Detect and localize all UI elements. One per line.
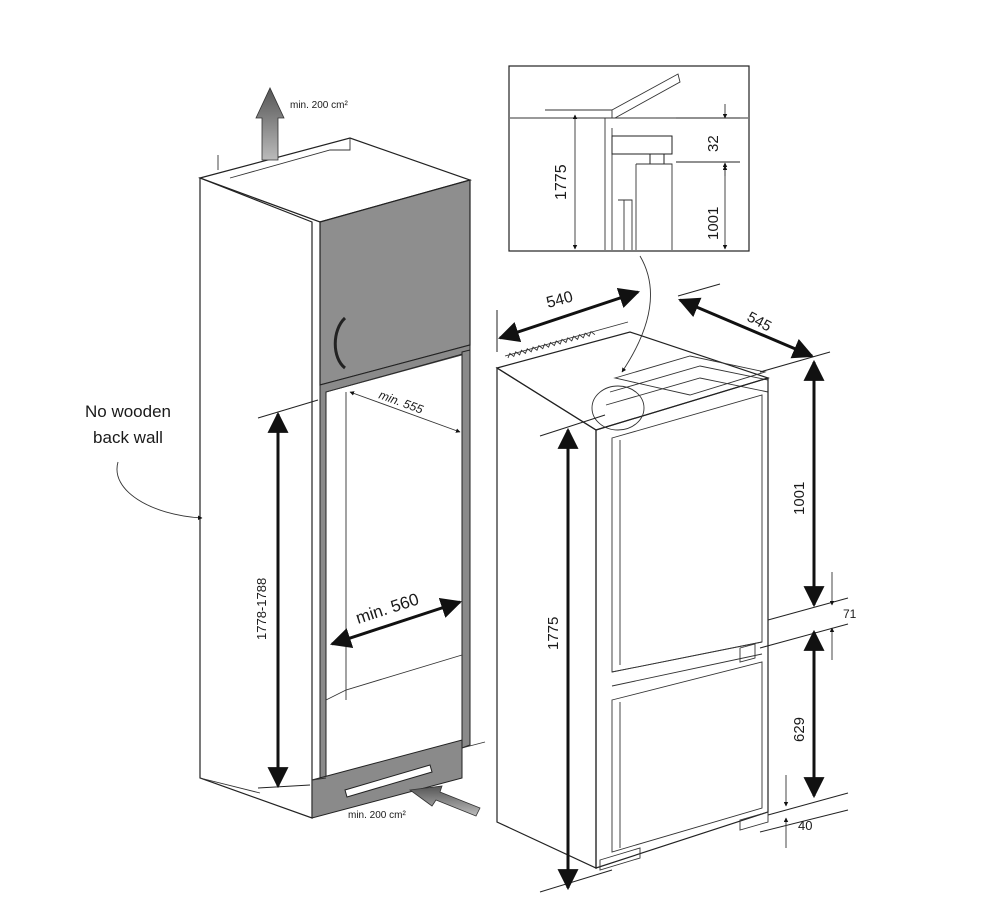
cabinet-door-handle bbox=[333, 316, 347, 370]
cabinet-drawing: min. 200 cm² min. 200 cm² No wooden back… bbox=[85, 87, 486, 821]
inset-pointer-arrow bbox=[621, 255, 651, 373]
appliance-front bbox=[595, 377, 769, 869]
back-wall-pointer-arrow bbox=[116, 461, 203, 521]
detail-inset: 1775 32 1001 bbox=[508, 65, 750, 373]
bottom-gap-label: 40 bbox=[798, 818, 812, 833]
middle-gap-label: 71 bbox=[843, 607, 857, 621]
niche-frame-right bbox=[461, 349, 471, 749]
niche-width-label: min. 560 bbox=[353, 590, 421, 628]
depth-dim bbox=[678, 297, 814, 359]
width-dim bbox=[498, 288, 640, 342]
appliance-drawing: 540 545 1775 1001 71 629 40 bbox=[495, 283, 857, 893]
niche-frame-left bbox=[319, 344, 471, 781]
inset-gap-label: 32 bbox=[705, 135, 722, 152]
cabinet-side-panel bbox=[199, 177, 313, 819]
top-vent-arrow-icon bbox=[255, 87, 285, 161]
magnify-circle bbox=[591, 385, 645, 431]
no-wooden-line2: back wall bbox=[93, 428, 163, 447]
inset-height-label: 1775 bbox=[553, 164, 570, 200]
width-label: 540 bbox=[545, 289, 575, 312]
niche-height-label: 1778-1788 bbox=[254, 578, 269, 640]
niche-depth-dim bbox=[349, 391, 461, 433]
niche-depth-label: min. 555 bbox=[377, 388, 425, 417]
vent-bottom-label: min. 200 cm² bbox=[348, 810, 406, 821]
vent-top-label: min. 200 cm² bbox=[290, 100, 348, 111]
vent-slot bbox=[344, 764, 433, 798]
no-wooden-line1: No wooden bbox=[85, 402, 171, 421]
inset-fridge-label: 1001 bbox=[705, 207, 722, 240]
height-label: 1775 bbox=[545, 617, 562, 650]
freezer-section-label: 629 bbox=[791, 717, 808, 742]
niche-width-dim bbox=[330, 597, 462, 649]
bottom-vent-arrow-icon bbox=[408, 785, 481, 817]
depth-label: 545 bbox=[744, 309, 774, 336]
inset-frame bbox=[508, 65, 750, 252]
fridge-section-label: 1001 bbox=[791, 482, 808, 515]
